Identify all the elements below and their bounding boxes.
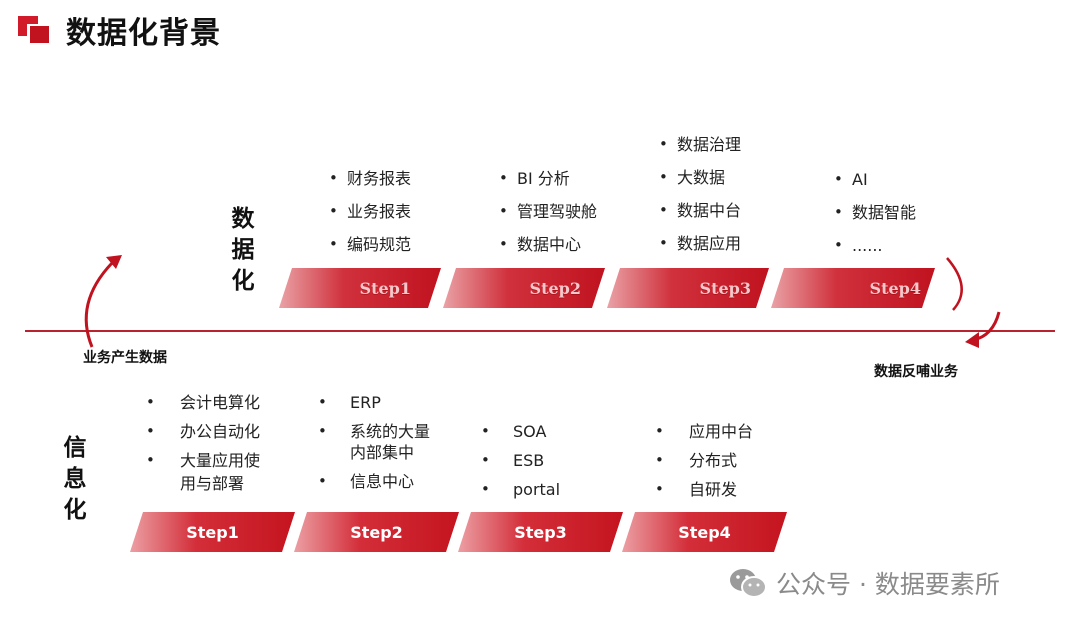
list-item: 信息中心 (318, 471, 430, 492)
digitization-step4-bar: Step4 (771, 268, 935, 308)
list-item: SOA (481, 421, 560, 442)
list-item: 业务报表 (329, 201, 411, 222)
wechat-icon (730, 569, 767, 598)
list-item: ESB (481, 450, 560, 471)
list-item: 分布式 (655, 450, 753, 471)
list-item: ...... (834, 235, 916, 256)
curved-arrow-down-icon (946, 257, 1001, 348)
list-item: 编码规范 (329, 234, 411, 255)
cycle-left-label: 业务产生数据 (83, 350, 167, 366)
list-item: 数据中心 (499, 234, 597, 255)
list-item: 办公自动化 (146, 421, 260, 442)
list-item: 数据应用 (659, 233, 741, 254)
list-item: 数据智能 (834, 202, 916, 223)
list-item: 会计电算化 (146, 392, 260, 413)
watermark-text: 公众号 · 数据要素所 (776, 570, 1000, 599)
digitization-step2-bar: Step2 (443, 268, 605, 308)
step-label: Step1 (359, 278, 411, 298)
logo-icon (18, 16, 49, 43)
list-item: 内部集中 (350, 443, 415, 462)
digitization-step2-list: BI 分析 管理驾驶舱 数据中心 (499, 168, 597, 267)
list-item: BI 分析 (499, 168, 597, 189)
page-title: 数据化背景 (66, 16, 221, 51)
informatization-step4-list: 应用中台 分布式 自研发 (655, 421, 753, 508)
list-item: 管理驾驶舱 (499, 201, 597, 222)
list-item: 大量应用使 (146, 450, 260, 471)
informatization-step3-bar: Step3 (458, 512, 623, 552)
step-label: Step3 (699, 278, 751, 298)
step-label: Step1 (186, 522, 239, 542)
step-label: Step2 (350, 522, 403, 542)
curved-arrow-up-icon (84, 255, 122, 348)
digitization-label-text: 数据化 (231, 206, 255, 294)
list-item: 自研发 (655, 479, 753, 500)
digitization-step1-bar: Step1 (279, 268, 441, 308)
list-item: 应用中台 (655, 421, 753, 442)
list-item: ERP (318, 392, 430, 413)
digitization-label: 数据化 (228, 204, 258, 297)
step-label: Step3 (514, 522, 567, 542)
cycle-right-label: 数据反哺业务 (874, 364, 958, 380)
digitization-step3-bar: Step3 (607, 268, 769, 308)
informatization-step1-bar: Step1 (130, 512, 295, 552)
step-label: Step4 (869, 278, 921, 298)
list-item: 数据中台 (659, 200, 741, 221)
list-item: portal (481, 479, 560, 500)
informatization-label: 信息化 (60, 433, 90, 526)
list-item: 财务报表 (329, 168, 411, 189)
step-label: Step4 (678, 522, 731, 542)
digitization-step3-list: 数据治理 大数据 数据中台 数据应用 (659, 134, 741, 266)
informatization-label-text: 信息化 (63, 435, 87, 523)
informatization-step3-list: SOA ESB portal (481, 421, 560, 508)
divider-line (25, 330, 1055, 332)
list-item: 大数据 (659, 167, 741, 188)
informatization-step2-list: ERP 系统的大量 内部集中 信息中心 (318, 392, 430, 500)
list-item: 数据治理 (659, 134, 741, 155)
digitization-step1-list: 财务报表 业务报表 编码规范 (329, 168, 411, 267)
list-item: 系统的大量 (318, 421, 430, 442)
step-label: Step2 (529, 278, 581, 298)
watermark: 公众号 · 数据要素所 (728, 565, 1000, 601)
informatization-step1-list: 会计电算化 办公自动化 大量应用使 用与部署 (146, 392, 260, 502)
list-item: AI (834, 169, 916, 190)
digitization-step4-list: AI 数据智能 ...... (834, 169, 916, 268)
list-item: 用与部署 (180, 474, 245, 493)
informatization-step2-bar: Step2 (294, 512, 459, 552)
informatization-step4-bar: Step4 (622, 512, 787, 552)
